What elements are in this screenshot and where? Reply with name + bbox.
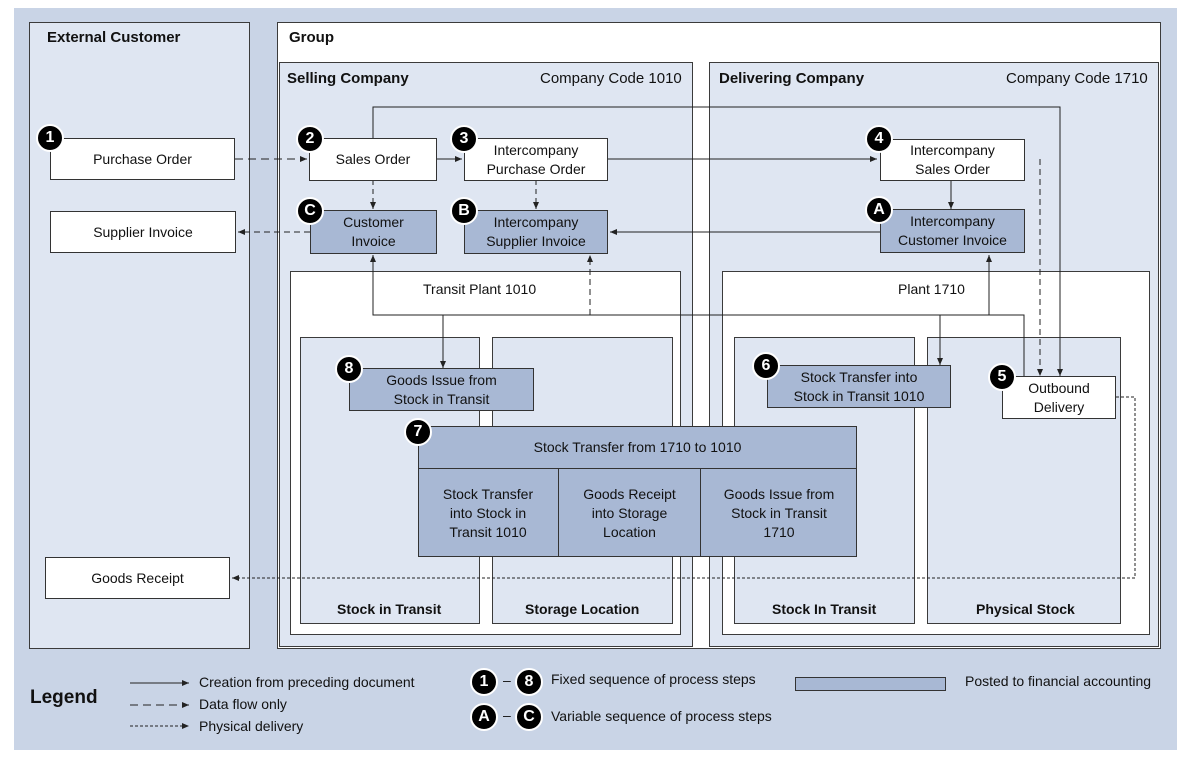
external-customer-title: External Customer bbox=[47, 29, 181, 46]
plant-1710-title: Plant 1710 bbox=[898, 281, 965, 297]
external-customer-lane bbox=[29, 22, 250, 649]
supplier-invoice-label: Supplier Invoice bbox=[93, 223, 193, 240]
ic-supplier-invoice-line1: Intercompany bbox=[493, 214, 579, 230]
delivering-company-code: Company Code 1710 bbox=[1006, 70, 1148, 87]
ic-customer-invoice-line2: Customer Invoice bbox=[898, 232, 1007, 248]
st-cell-goods-receipt: Goods Receipt into Storage Location bbox=[559, 469, 701, 557]
purchase-order-label: Purchase Order bbox=[93, 150, 192, 167]
sales-order-box: Sales Order bbox=[309, 138, 437, 181]
step-badge-3: 3 bbox=[450, 125, 478, 153]
step-badge-b: B bbox=[450, 197, 478, 225]
storage-location-label: Storage Location bbox=[525, 601, 640, 617]
goods-issue-transit-line2: Stock in Transit bbox=[393, 390, 490, 407]
customer-invoice-line2: Invoice bbox=[351, 233, 396, 249]
legend-dash-variable: – bbox=[503, 707, 511, 723]
selling-company-title: Selling Company bbox=[287, 70, 409, 87]
step-badge-c: C bbox=[296, 197, 324, 225]
purchase-order-box: Purchase Order bbox=[50, 138, 235, 180]
ic-customer-invoice-box: Intercompany Customer Invoice bbox=[880, 209, 1025, 253]
legend-dash-fixed: – bbox=[503, 672, 511, 688]
legend-variable-text: Variable sequence of process steps bbox=[551, 708, 772, 724]
legend-dataflow-text: Data flow only bbox=[199, 696, 287, 712]
ic-supplier-invoice-line2: Supplier Invoice bbox=[486, 233, 586, 249]
legend-posted-swatch bbox=[795, 677, 946, 691]
stock-transfer-into-transit-line2: Stock in Transit 1010 bbox=[793, 387, 925, 404]
supplier-invoice-box: Supplier Invoice bbox=[50, 211, 236, 253]
stock-in-transit-label-1010: Stock in Transit bbox=[337, 601, 442, 617]
step-badge-1: 1 bbox=[36, 124, 64, 152]
goods-issue-transit-line1: Goods Issue from bbox=[386, 371, 497, 388]
outbound-delivery-box: Outbound Delivery bbox=[1002, 376, 1116, 419]
ic-customer-invoice-line1: Intercompany bbox=[910, 213, 995, 229]
ic-supplier-invoice-box: Intercompany Supplier Invoice bbox=[464, 210, 608, 254]
legend-title: Legend bbox=[30, 687, 98, 708]
st-cell-into-transit-line2: into Stock in bbox=[449, 504, 527, 521]
legend-badge-1: 1 bbox=[470, 668, 498, 696]
outbound-delivery-line1: Outbound bbox=[1028, 379, 1090, 396]
stock-transfer-1710-1010-box bbox=[418, 426, 857, 557]
stock-transfer-into-transit-line1: Stock Transfer into bbox=[800, 368, 918, 385]
step-badge-8: 8 bbox=[335, 355, 363, 383]
goods-issue-transit-box: Goods Issue from Stock in Transit bbox=[349, 368, 534, 411]
step-badge-2: 2 bbox=[296, 125, 324, 153]
st-cell-goods-issue-line1: Goods Issue from bbox=[723, 485, 835, 502]
group-title: Group bbox=[289, 29, 334, 46]
physical-stock-label: Physical Stock bbox=[976, 601, 1075, 617]
legend-badge-a: A bbox=[470, 703, 498, 731]
st-cell-into-transit-line1: Stock Transfer bbox=[442, 485, 534, 502]
ic-purchase-order-box: Intercompany Purchase Order bbox=[464, 138, 608, 181]
goods-receipt-label: Goods Receipt bbox=[91, 569, 184, 586]
st-cell-into-transit-line3: Transit 1010 bbox=[449, 523, 527, 540]
selling-company-code: Company Code 1010 bbox=[540, 70, 682, 87]
stock-transfer-into-transit-box: Stock Transfer into Stock in Transit 101… bbox=[767, 365, 951, 408]
ic-sales-order-line2: Sales Order bbox=[915, 161, 990, 177]
legend-badge-8: 8 bbox=[515, 668, 543, 696]
st-cell-goods-issue: Goods Issue from Stock in Transit 1710 bbox=[701, 469, 857, 557]
st-cell-goods-receipt-line3: Location bbox=[603, 523, 656, 540]
legend-fixed-text: Fixed sequence of process steps bbox=[551, 671, 756, 687]
stock-transfer-1710-1010-title-text: Stock Transfer from 1710 to 1010 bbox=[533, 438, 742, 455]
transit-plant-title: Transit Plant 1010 bbox=[423, 281, 537, 297]
customer-invoice-box: Customer Invoice bbox=[310, 210, 437, 254]
ic-sales-order-line1: Intercompany bbox=[910, 142, 995, 158]
stock-transfer-1710-1010-title: Stock Transfer from 1710 to 1010 bbox=[418, 426, 857, 469]
goods-receipt-box: Goods Receipt bbox=[45, 557, 230, 599]
step-badge-6: 6 bbox=[752, 352, 780, 380]
legend-physical-text: Physical delivery bbox=[199, 718, 304, 734]
legend-badge-c: C bbox=[515, 703, 543, 731]
step-badge-a: A bbox=[865, 196, 893, 224]
st-cell-goods-issue-line3: 1710 bbox=[763, 523, 795, 540]
sales-order-label: Sales Order bbox=[335, 151, 411, 167]
legend-posted-text: Posted to financial accounting bbox=[965, 673, 1152, 689]
legend-creation-text: Creation from preceding document bbox=[199, 674, 415, 690]
ic-sales-order-box: Intercompany Sales Order bbox=[880, 139, 1025, 181]
step-badge-7: 7 bbox=[404, 418, 432, 446]
st-cell-goods-receipt-line2: into Storage bbox=[591, 504, 668, 521]
st-cell-into-transit: Stock Transfer into Stock in Transit 101… bbox=[418, 469, 559, 557]
step-badge-4: 4 bbox=[865, 125, 893, 153]
step-badge-5: 5 bbox=[988, 363, 1016, 391]
customer-invoice-line1: Customer bbox=[343, 214, 404, 230]
ic-purchase-order-line2: Purchase Order bbox=[486, 160, 586, 177]
ic-purchase-order-line1: Intercompany bbox=[493, 141, 579, 158]
st-cell-goods-issue-line2: Stock in Transit bbox=[731, 504, 827, 521]
st-cell-goods-receipt-line1: Goods Receipt bbox=[583, 485, 676, 502]
stock-in-transit-label-1710: Stock In Transit bbox=[772, 601, 877, 617]
outbound-delivery-line2: Delivery bbox=[1033, 398, 1085, 415]
delivering-company-title: Delivering Company bbox=[719, 70, 865, 87]
